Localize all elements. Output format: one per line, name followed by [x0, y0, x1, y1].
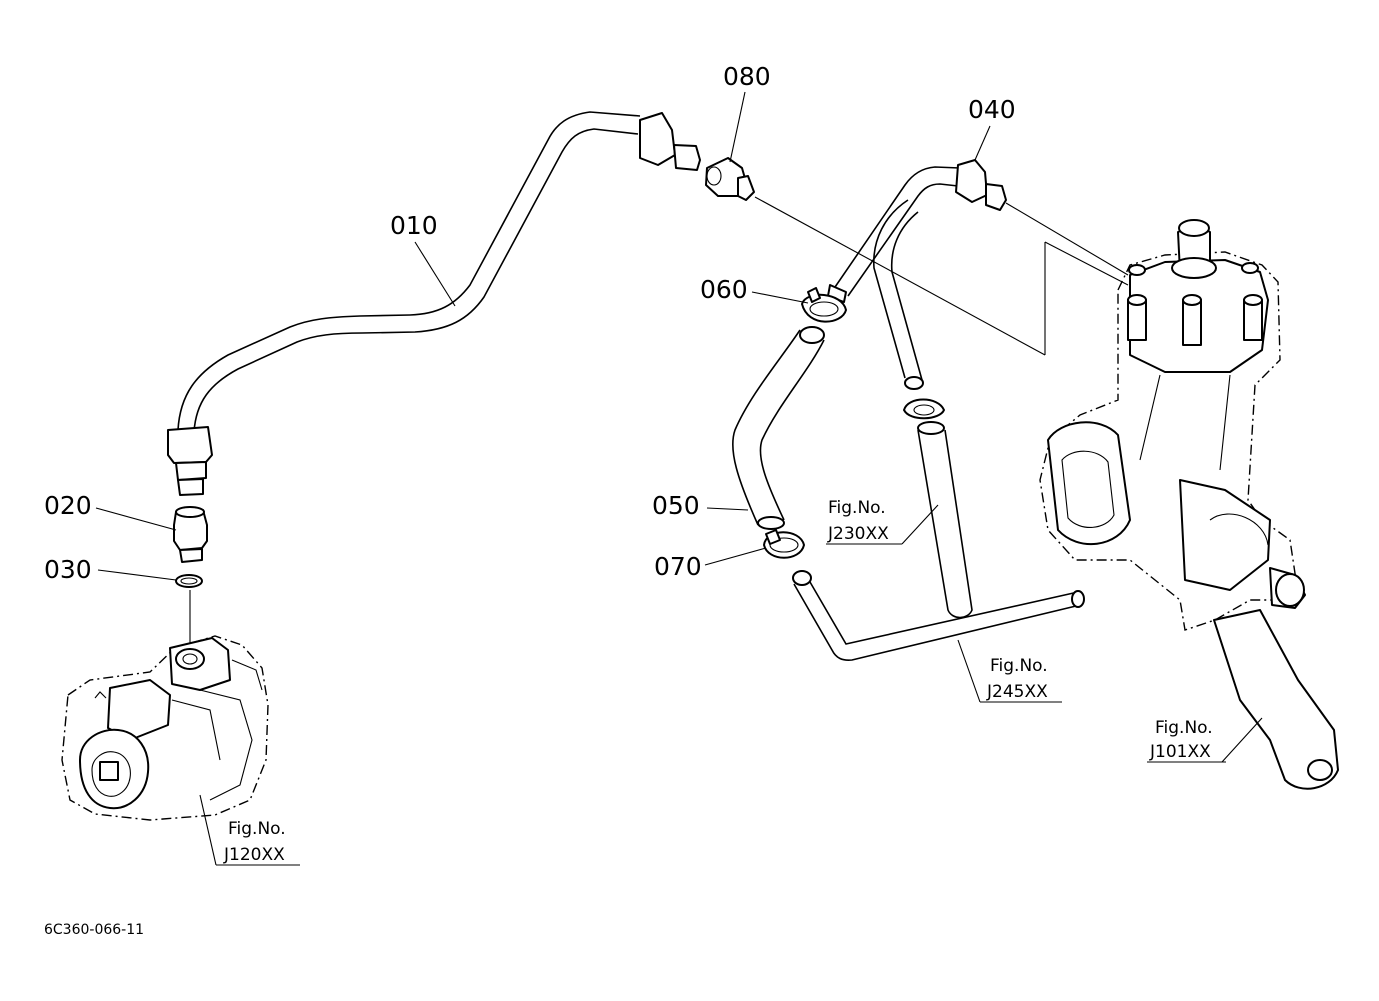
- fig-ref-number-return-pipe: J245XX: [986, 682, 1048, 702]
- callout-010: 010: [390, 211, 438, 240]
- callout-030: 030: [44, 555, 92, 584]
- callout-040: 040: [968, 95, 1016, 124]
- callout-060: 060: [700, 275, 748, 304]
- pipe-010: [167, 111, 701, 496]
- fig-ref-label-steering-gear: Fig.No.: [1155, 718, 1213, 738]
- fig-ref-number-tank-hose: J230XX: [827, 524, 889, 544]
- callout-050: 050: [652, 491, 700, 520]
- return-pipe-drawing: [792, 570, 1085, 661]
- callout-080: 080: [723, 62, 771, 91]
- o-ring-030: [175, 574, 203, 588]
- fig-ref-label-tank-hose: Fig.No.: [828, 498, 886, 518]
- tank-hose-drawing: [873, 199, 973, 619]
- hose-clamp-070: [763, 529, 805, 559]
- steering-gear-drawing: [1039, 219, 1339, 790]
- fig-ref-number-steering-gear: J101XX: [1149, 742, 1211, 762]
- hose-clamp-060: [801, 287, 847, 323]
- hose-040: [827, 159, 1007, 303]
- hydraulic-pump-drawing: [61, 635, 269, 821]
- drawing-id: 6C360-066-11: [44, 922, 144, 938]
- callout-020: 020: [44, 491, 92, 520]
- adaptor-020: [173, 506, 208, 563]
- reference-underlines: [216, 543, 1226, 866]
- fig-ref-number-pump: J120XX: [223, 845, 285, 865]
- fig-ref-label-pump: Fig.No.: [228, 819, 286, 839]
- connection-lines: [754, 196, 1129, 356]
- leader-lines: [95, 91, 1263, 866]
- adaptor-080: [705, 157, 755, 201]
- callout-070: 070: [654, 552, 702, 581]
- fig-ref-label-return-pipe: Fig.No.: [990, 656, 1048, 676]
- hose-050: [732, 326, 825, 530]
